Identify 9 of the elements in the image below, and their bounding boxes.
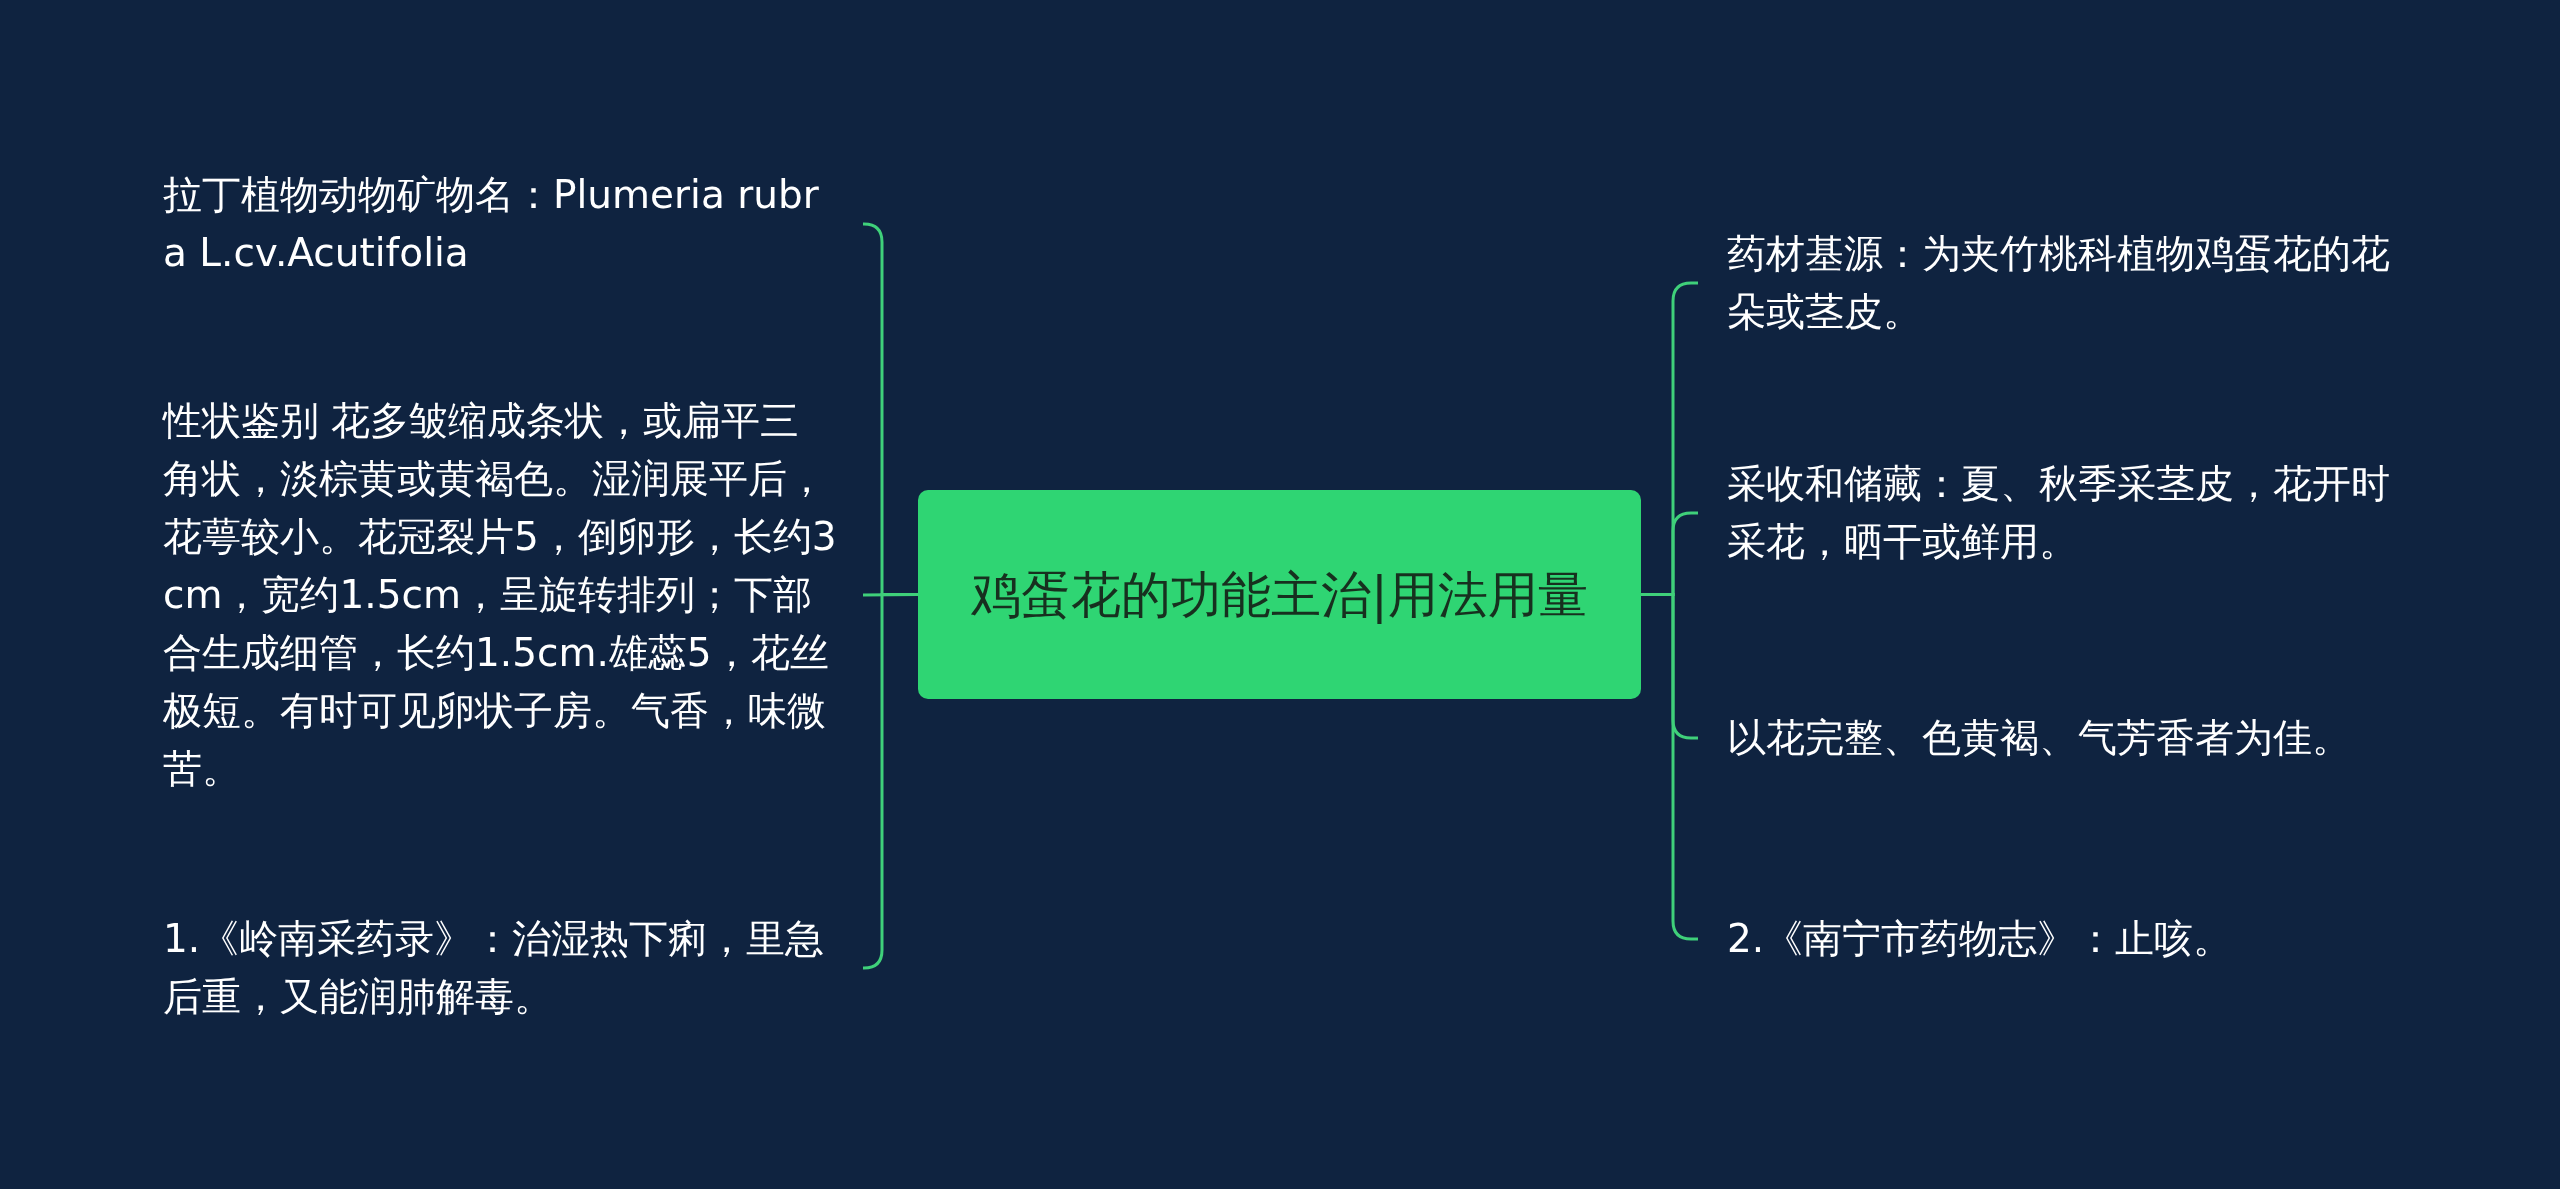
branch-text: 1.《岭南采药录》：治湿热下痢，里急后重，又能润肺解毒。 [163, 915, 826, 1021]
branch-text: 药材基源：为夹竹桃科植物鸡蛋花的花朵或茎皮。 [1727, 230, 2391, 336]
topic-title: 鸡蛋花的功能主治|用法用量 [971, 564, 1588, 626]
topic-box [918, 490, 1641, 699]
branch-text: 性状鉴别 花多皱缩成条状，或扁平三角状，淡棕黄或黄褐色。湿润展平后，花萼较小。花冠裂片5，倒卵形，长约3cm，宽约1.5cm，呈旋转排列；下部合生成细管，长约1.5cm.雄蕊5，花丝极短。有时可见卵状子房。气香，味微苦。 [163, 397, 838, 793]
branch-text: 以花完整、色黄褐、气芳香者为佳。 [1727, 714, 2352, 762]
branch-text: 拉丁植物动物矿物名：Plumeria rubra L.cv.Acutifolia [163, 171, 820, 277]
branch-text: 采收和储藏：夏、秋季采茎皮，花开时采花，晒干或鲜用。 [1727, 460, 2391, 566]
branch-text: 2.《南宁市药物志》：止咳。 [1727, 915, 2234, 963]
